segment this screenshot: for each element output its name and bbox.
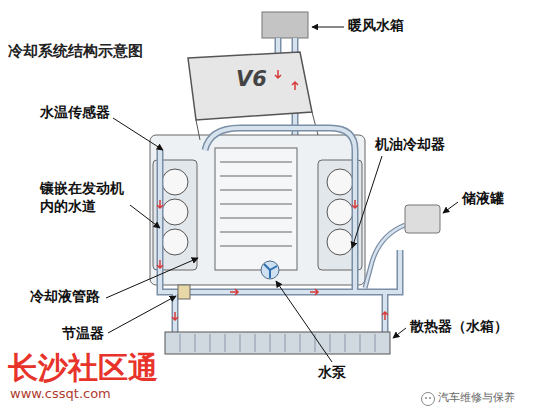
part-label: 机油冷却器 — [375, 136, 445, 154]
part-label: 水温传感器 — [40, 104, 110, 122]
part-label: 镶嵌在发动机内的水道 — [40, 180, 130, 215]
diagram-title: 冷却系统结构示意图 — [8, 42, 143, 61]
part-label: 散热器（水箱） — [410, 318, 508, 336]
watermark: www.cssqt.com — [10, 386, 111, 402]
part-label: 冷却液管路 — [30, 288, 100, 306]
engine-badge: V6 — [236, 66, 267, 92]
wechat-icon — [422, 393, 435, 406]
thermostat — [178, 285, 190, 299]
leader-lines — [106, 27, 458, 362]
intake-plenum — [188, 52, 312, 120]
part-label: 储液罐 — [462, 190, 504, 208]
flow-arrows — [157, 70, 388, 320]
heater-core — [262, 12, 308, 38]
engine-core — [215, 148, 297, 270]
part-label: 暖风水箱 — [348, 17, 404, 35]
part-label: 节温器 — [62, 325, 104, 343]
watermark: 长沙社区通 — [8, 349, 158, 387]
watermark: 汽车维修与保养 — [438, 391, 515, 405]
radiator — [165, 332, 390, 354]
engine-block — [150, 135, 365, 285]
part-label: 水泵 — [318, 364, 346, 382]
water-pump — [261, 261, 279, 279]
coolant-pipes — [160, 128, 405, 332]
reservoir-tank — [405, 205, 440, 233]
